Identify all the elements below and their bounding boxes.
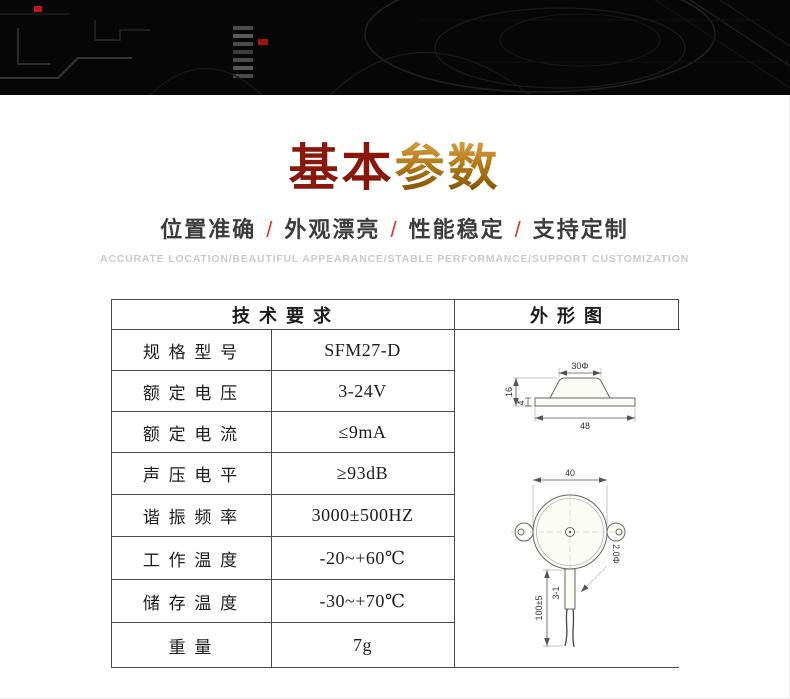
spec-value-sound-pressure: ≥93dB — [271, 453, 455, 495]
outline-drawing-cell: 30Φ 48 16 4 — [454, 330, 680, 667]
dim-wire-length: 100±5 — [534, 596, 544, 621]
slash-separator: / — [514, 217, 523, 242]
spec-table: 技 术 要 求 外 形 图 30Φ — [110, 299, 680, 668]
spec-label-rated-voltage: 额 定 电 压 — [111, 371, 272, 412]
spec-value-model: SFM27-D — [271, 330, 455, 371]
spec-label-storage-temp: 储 存 温 度 — [111, 580, 272, 623]
dim-base-width: 48 — [580, 421, 590, 431]
spec-label-weight: 重 量 — [112, 623, 272, 667]
subtitle-item-appearance: 外观漂亮 — [284, 217, 381, 242]
front-view: 40 — [511, 468, 629, 648]
top-banner — [0, 0, 790, 95]
spec-label-sound-pressure: 声 压 电 平 — [111, 453, 272, 495]
subtitle-item-custom: 支持定制 — [532, 217, 629, 242]
subtitle-item-stable: 性能稳定 — [408, 217, 505, 242]
title-basic: 基本 — [288, 140, 395, 196]
dim-top-diameter: 30Φ — [571, 361, 588, 371]
slash-separator: / — [390, 217, 399, 242]
spec-value-weight: 7g — [272, 623, 455, 667]
slash-separator: / — [266, 217, 275, 242]
spec-value-rated-current: ≤9mA — [271, 412, 455, 453]
dim-wire-note: 3-1 — [551, 586, 561, 599]
subtitle: 位置准确 / 外观漂亮 / 性能稳定 / 支持定制 — [0, 212, 789, 244]
dim-front-diameter: 40 — [565, 468, 575, 478]
subtitle-item-accurate: 位置准确 — [160, 217, 257, 242]
spec-value-resonant-frequency: 3000±500HZ — [271, 495, 455, 537]
english-tagline: ACCURATE LOCATION/BEAUTIFUL APPEARANCE/S… — [100, 253, 689, 265]
spec-label-resonant-frequency: 谐 振 频 率 — [111, 495, 272, 537]
dim-wire-diameter: 2.0Φ — [611, 544, 621, 564]
dim-total-height: 16 — [504, 387, 514, 397]
hero-section: 基本参数 位置准确 / 外观漂亮 / 性能稳定 / 支持定制 ACCURATE LOCATI… — [0, 141, 789, 266]
buzzer-technical-drawing: 30Φ 48 16 4 — [504, 361, 636, 648]
spec-label-operating-temp: 工 作 温 度 — [111, 537, 272, 580]
page-title: 基本参数 — [0, 141, 789, 196]
spec-label-model: 规 格 型 号 — [111, 330, 272, 371]
title-parameters: 参数 — [394, 140, 501, 196]
table-header-tech-requirements: 技 术 要 求 — [111, 300, 455, 330]
spec-value-rated-voltage: 3-24V — [271, 371, 455, 412]
spec-value-operating-temp: -20~+60℃ — [271, 537, 455, 580]
table-header-outline-drawing: 外 形 图 — [454, 300, 680, 330]
spec-label-rated-current: 额 定 电 流 — [111, 412, 272, 453]
banner-circuit-art — [0, 0, 790, 95]
dim-plate-thickness: 4 — [516, 400, 526, 405]
spec-value-storage-temp: -30~+70℃ — [271, 580, 455, 623]
side-view: 30Φ 48 16 4 — [504, 361, 636, 431]
